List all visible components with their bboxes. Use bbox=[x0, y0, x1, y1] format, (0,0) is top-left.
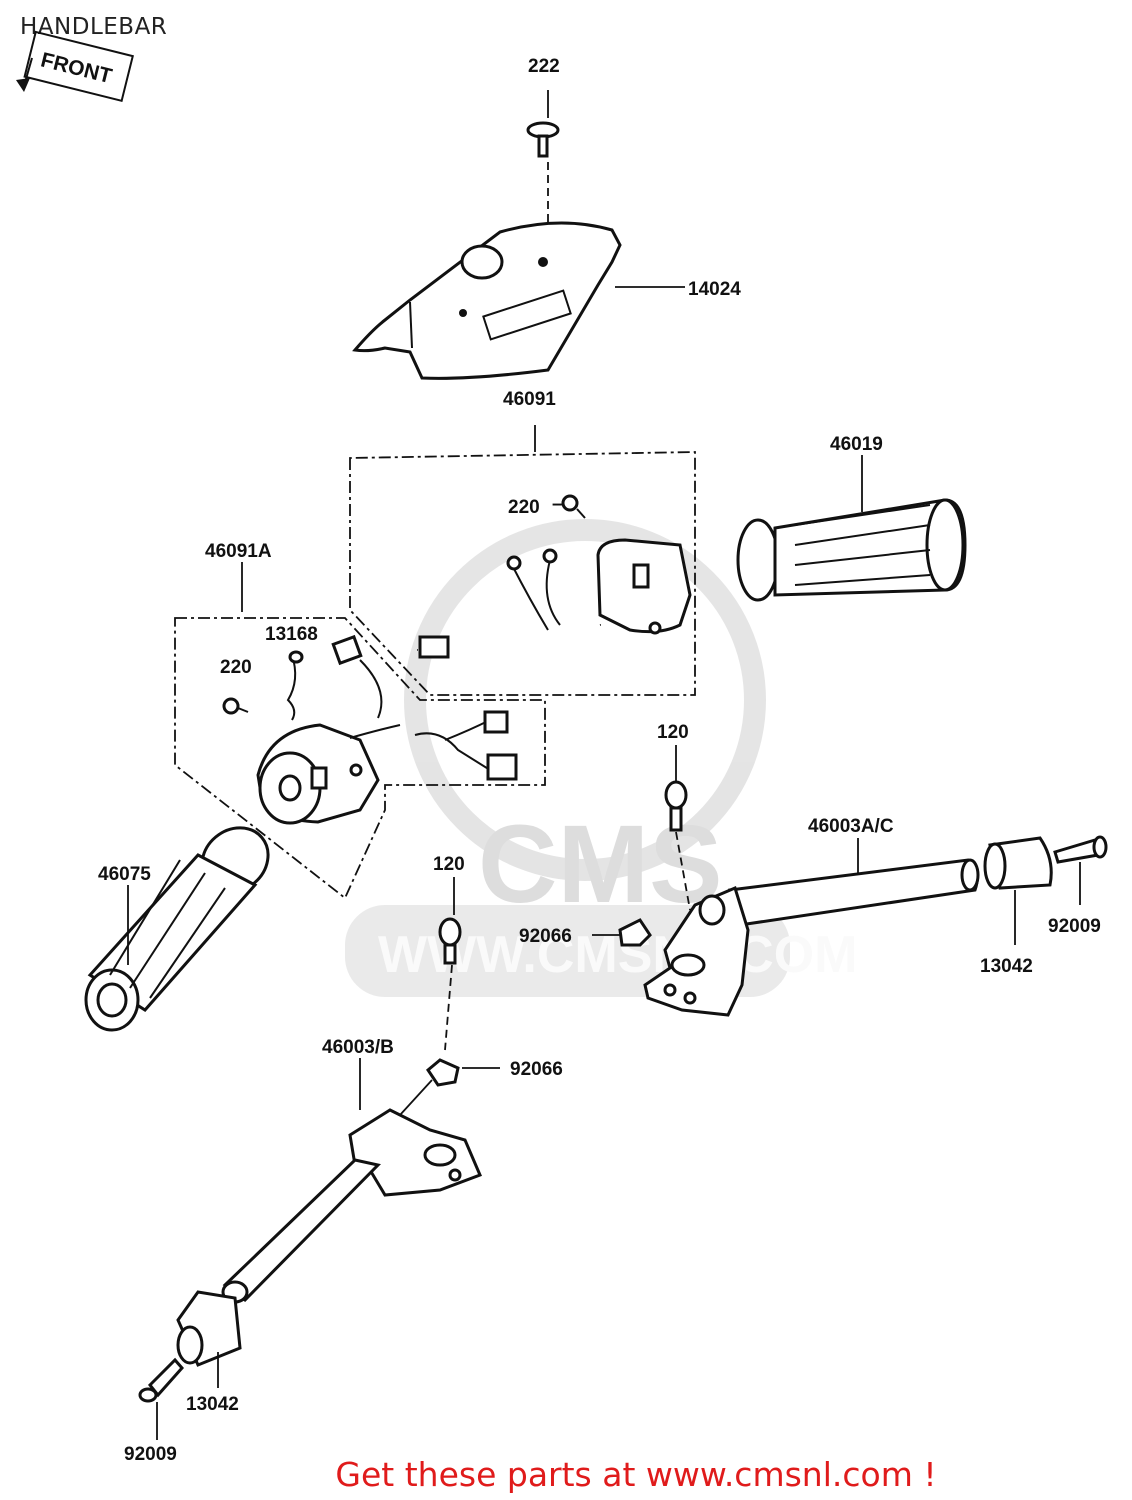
bar-end-13042-right bbox=[983, 836, 1053, 945]
label-46019: 46019 bbox=[830, 434, 883, 455]
nut-92066-left bbox=[426, 1058, 500, 1087]
label-222: 222 bbox=[528, 56, 560, 77]
bolt-120-mid bbox=[438, 877, 462, 1051]
nut-92066-right bbox=[592, 918, 652, 947]
label-92009-left: 92009 bbox=[124, 1444, 177, 1465]
label-13042-right: 13042 bbox=[980, 956, 1033, 977]
bar-end-13042-left bbox=[176, 1290, 242, 1388]
label-92066-right: 92066 bbox=[519, 926, 572, 947]
label-46003AC: 46003A/C bbox=[808, 816, 894, 837]
grip-46019 bbox=[736, 455, 967, 602]
label-13042-left: 13042 bbox=[186, 1394, 239, 1415]
screw-92009-left bbox=[138, 1357, 184, 1440]
front-marker: FRONT bbox=[16, 30, 134, 102]
label-120-mid: 120 bbox=[433, 854, 465, 875]
part-labels: 222 14024 46091 46019 220 – 46091A 13168… bbox=[98, 56, 1101, 1465]
handlebar-46003AC bbox=[643, 838, 980, 1017]
handlebar-46003B bbox=[221, 1058, 482, 1304]
label-220-top: 220 bbox=[508, 497, 540, 518]
label-92009-right: 92009 bbox=[1048, 916, 1101, 937]
label-46091: 46091 bbox=[503, 389, 556, 410]
dash-220-top: – bbox=[552, 494, 563, 515]
label-46075: 46075 bbox=[98, 864, 151, 885]
label-46003B: 46003/B bbox=[322, 1037, 394, 1058]
bolt-120-right bbox=[664, 745, 691, 911]
handlebar-cover-14024 bbox=[352, 221, 685, 380]
watermark-brand: CMS bbox=[478, 803, 722, 926]
grip-46075 bbox=[84, 826, 270, 1032]
label-46091A: 46091A bbox=[205, 541, 272, 562]
label-220-left: 220 bbox=[220, 657, 252, 678]
switch-assembly-46091A bbox=[174, 562, 546, 900]
label-14024: 14024 bbox=[688, 279, 741, 300]
cmsnl-footer-link[interactable]: Get these parts at www.cmsnl.com ! bbox=[335, 1455, 937, 1494]
switch-assembly-46091 bbox=[349, 425, 696, 696]
screw-92009-right bbox=[1053, 835, 1108, 905]
label-120-right: 120 bbox=[657, 722, 689, 743]
label-13168: 13168 bbox=[265, 624, 318, 645]
diagram-title: HANDLEBAR bbox=[20, 14, 168, 40]
label-92066-left: 92066 bbox=[510, 1059, 563, 1080]
